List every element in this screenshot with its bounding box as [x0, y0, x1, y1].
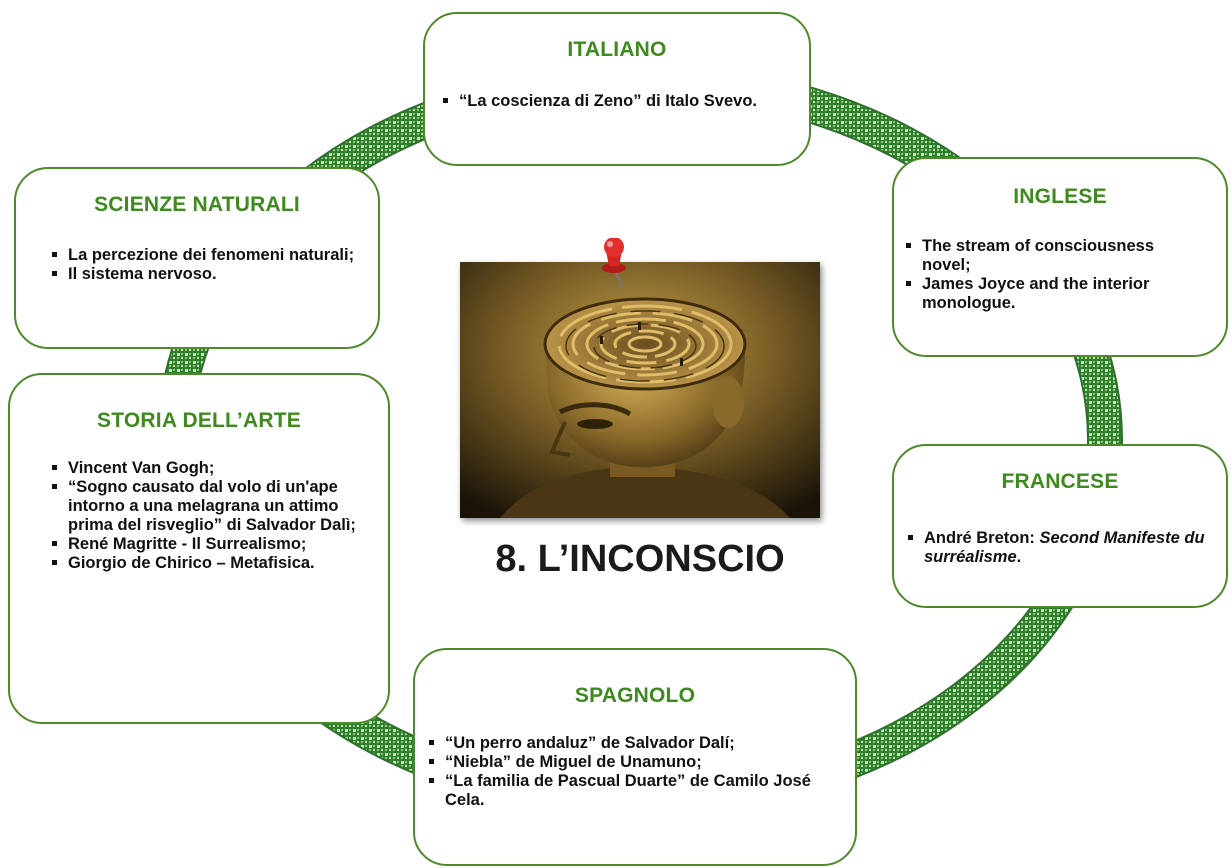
box-arte-list: Vincent Van Gogh; “Sogno causato dal vol…	[50, 459, 358, 573]
list-item: “Un perro andaluz” de Salvador Dalí;	[427, 734, 835, 753]
box-inglese: INGLESE The stream of consciousness nove…	[892, 157, 1228, 357]
box-italiano-title: ITALIANO	[567, 38, 667, 61]
box-scienze-naturali: SCIENZE NATURALI La percezione dei fenom…	[14, 167, 380, 349]
box-inglese-title: INGLESE	[1013, 185, 1107, 208]
box-italiano: ITALIANO “La coscienza di Zeno” di Italo…	[423, 12, 811, 166]
list-item: René Magritte - Il Surrealismo;	[50, 535, 358, 554]
box-spagnolo-list: “Un perro andaluz” de Salvador Dalí; “Ni…	[427, 734, 835, 810]
box-spagnolo-title: SPAGNOLO	[574, 684, 696, 707]
box-storia-dell-arte: STORIA DELL’ARTE Vincent Van Gogh; “Sogn…	[8, 373, 390, 724]
list-item: “La familia de Pascual Duarte” de Camilo…	[427, 772, 835, 810]
box-spagnolo: SPAGNOLO “Un perro andaluz” de Salvador …	[413, 648, 857, 866]
box-scienze-title: SCIENZE NATURALI	[94, 193, 300, 216]
list-item: “Niebla” de Miguel de Unamuno;	[427, 753, 835, 772]
list-item: “La coscienza di Zeno” di Italo Svevo.	[441, 92, 789, 111]
pushpin-icon	[602, 238, 626, 291]
francese-suffix: .	[1016, 548, 1022, 566]
box-italiano-list: “La coscienza di Zeno” di Italo Svevo.	[441, 92, 789, 111]
list-item: “Sogno causato dal volo di un'ape intorn…	[50, 478, 358, 535]
list-item: Il sistema nervoso.	[50, 265, 358, 284]
box-arte-title: STORIA DELL’ARTE	[97, 409, 301, 432]
box-francese-title: FRANCESE	[1001, 470, 1119, 493]
box-francese: FRANCESE André Breton: Second Manifeste …	[892, 444, 1228, 608]
list-item: La percezione dei fenomeni naturali;	[50, 246, 358, 265]
list-item: Giorgio de Chirico – Metafisica.	[50, 554, 358, 573]
list-item: The stream of consciousness novel;	[904, 237, 1166, 275]
box-francese-list: André Breton: Second Manifeste du surréa…	[906, 529, 1208, 567]
list-item: James Joyce and the interior monologue.	[904, 275, 1166, 313]
list-item: André Breton: Second Manifeste du surréa…	[906, 529, 1208, 567]
maze-head-illustration	[460, 262, 820, 518]
box-scienze-list: La percezione dei fenomeni naturali; Il …	[50, 246, 358, 284]
box-inglese-list: The stream of consciousness novel; James…	[904, 237, 1166, 313]
francese-work-title: Second Manifeste du surréalisme	[924, 529, 1205, 566]
main-title: 8. L’INCONSCIO	[495, 538, 785, 580]
francese-author: André Breton:	[924, 529, 1040, 547]
list-item: Vincent Van Gogh;	[50, 459, 358, 478]
